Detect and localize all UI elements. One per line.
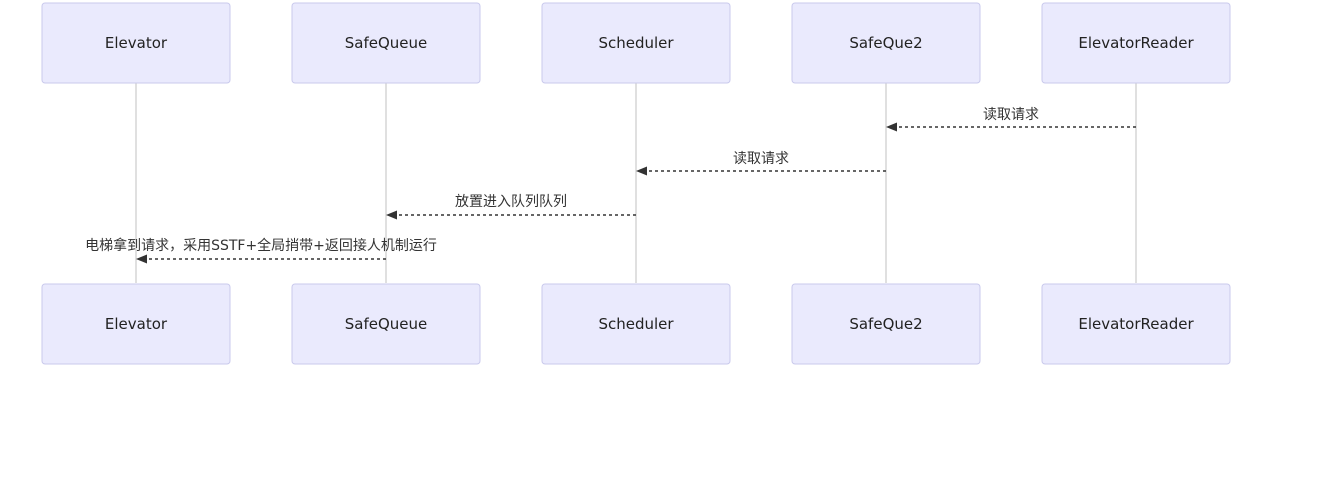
top-actors: Elevator SafeQueue Scheduler SafeQue2 El… bbox=[41, 2, 1231, 84]
message-3: 放置进入队列队列 bbox=[386, 194, 636, 220]
actor-label: SafeQueue bbox=[345, 34, 428, 52]
actor-box bbox=[1041, 2, 1231, 84]
arrowhead bbox=[386, 210, 397, 220]
actor-safequeue-top: SafeQueue bbox=[291, 2, 481, 84]
actor-box bbox=[541, 283, 731, 365]
actor-label: Elevator bbox=[105, 315, 168, 333]
actor-safequeue-bottom: SafeQueue bbox=[291, 283, 481, 365]
actor-scheduler-bottom: Scheduler bbox=[541, 283, 731, 365]
actor-elevator-bottom: Elevator bbox=[41, 283, 231, 365]
actor-box bbox=[1041, 283, 1231, 365]
arrowhead bbox=[136, 254, 147, 264]
actor-label: Elevator bbox=[105, 34, 168, 52]
arrowhead bbox=[636, 166, 647, 176]
message-1: 读取请求 bbox=[886, 106, 1136, 132]
message-label: 放置进入队列队列 bbox=[455, 194, 567, 210]
actor-elevator-top: Elevator bbox=[41, 2, 231, 84]
actor-box bbox=[791, 283, 981, 365]
actor-box bbox=[41, 283, 231, 365]
message-4: 电梯拿到请求，采用SSTF+全局捎带+返回接人机制运行 bbox=[85, 237, 437, 264]
actor-label: Scheduler bbox=[598, 34, 674, 52]
actor-label: ElevatorReader bbox=[1078, 315, 1194, 333]
message-label: 读取请求 bbox=[983, 106, 1039, 123]
actor-box bbox=[791, 2, 981, 84]
actor-label: ElevatorReader bbox=[1078, 34, 1194, 52]
actor-box bbox=[541, 2, 731, 84]
actor-label: Scheduler bbox=[598, 315, 674, 333]
actor-safeque2-top: SafeQue2 bbox=[791, 2, 981, 84]
message-label: 电梯拿到请求，采用SSTF+全局捎带+返回接人机制运行 bbox=[85, 237, 437, 254]
actor-label: SafeQue2 bbox=[849, 315, 922, 333]
actor-box bbox=[291, 2, 481, 84]
actor-elevatorreader-top: ElevatorReader bbox=[1041, 2, 1231, 84]
message-2: 读取请求 bbox=[636, 150, 886, 176]
actor-box bbox=[291, 283, 481, 365]
actor-label: SafeQue2 bbox=[849, 34, 922, 52]
actor-label: SafeQueue bbox=[345, 315, 428, 333]
message-label: 读取请求 bbox=[733, 150, 789, 167]
actor-scheduler-top: Scheduler bbox=[541, 2, 731, 84]
bottom-actors: Elevator SafeQueue Scheduler SafeQue2 El… bbox=[41, 283, 1231, 365]
actor-safeque2-bottom: SafeQue2 bbox=[791, 283, 981, 365]
arrowhead bbox=[886, 122, 897, 132]
actor-box bbox=[41, 2, 231, 84]
messages: 读取请求 读取请求 放置进入队列队列 电梯拿到请求，采用SSTF+全局捎带+返回… bbox=[85, 106, 1136, 264]
lifelines bbox=[135, 83, 1137, 283]
actor-elevatorreader-bottom: ElevatorReader bbox=[1041, 283, 1231, 365]
